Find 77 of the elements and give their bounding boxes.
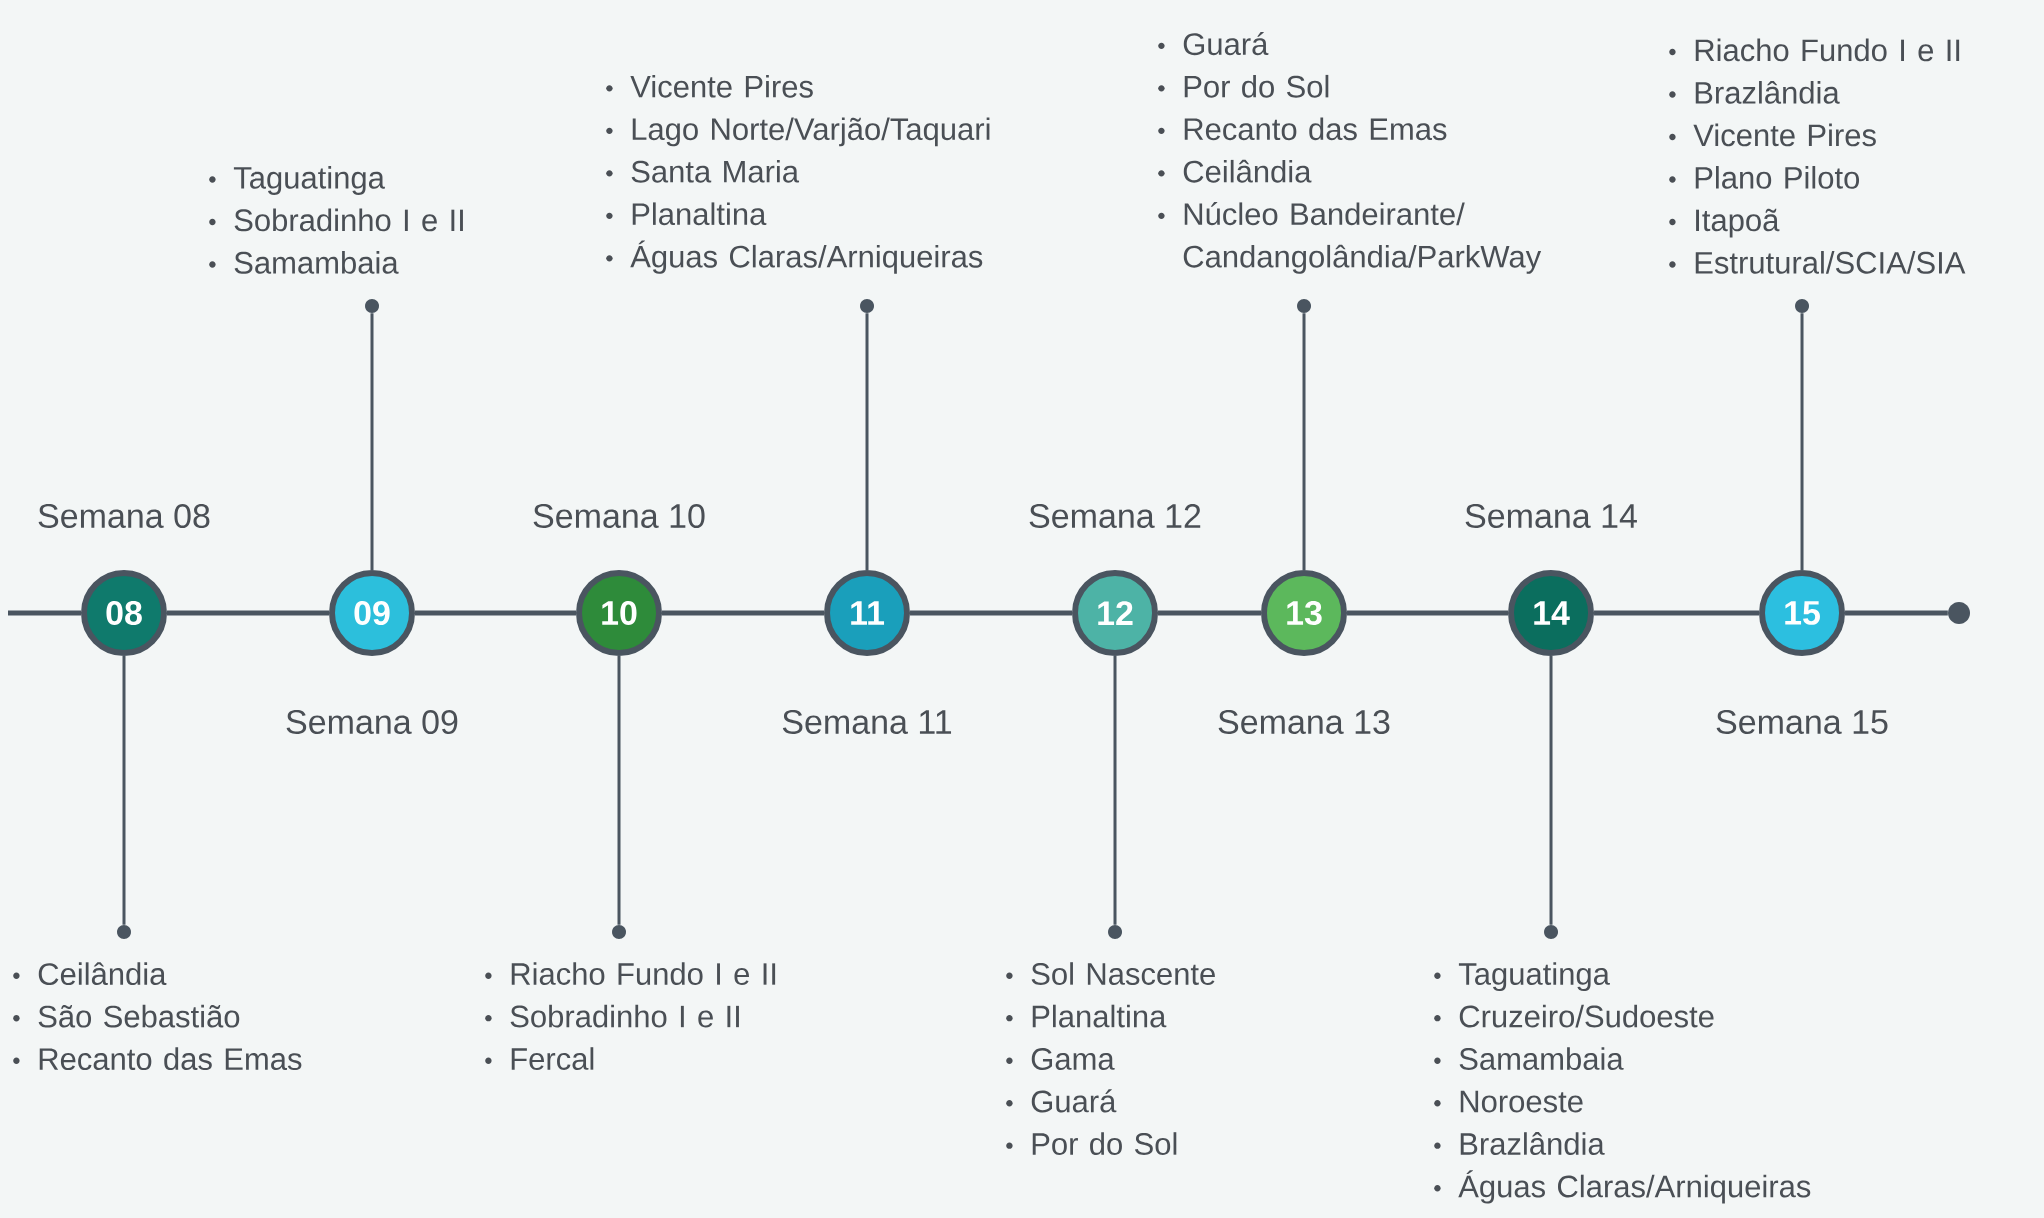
node-label: Samambaia: [234, 251, 399, 274]
node-label: Plano Piloto: [1695, 166, 1860, 189]
bullet-list: Sol Nascente Planaltina Gama Guará Por do Sol: [1006, 962, 1215, 1155]
timeline-line: [910, 610, 1072, 616]
node-label: Vicente Pires: [1693, 123, 1876, 147]
node-label: Vicente Pires: [630, 74, 813, 98]
week-label: Semana 09: [286, 709, 458, 735]
node-label: Noroeste: [1460, 1090, 1583, 1113]
node-label: Guará: [1183, 32, 1269, 56]
week-label: Semana 10: [533, 503, 705, 529]
node-label: Brazlândia: [1460, 1132, 1605, 1155]
node-label: Planaltina: [632, 202, 767, 226]
pin-dot: [365, 299, 379, 313]
node-label: Águas Claras/Arniqueiras: [1458, 1170, 1811, 1204]
node-label: Santa Maria: [631, 159, 800, 183]
node-label: Riacho Fundo I e II: [1695, 38, 1960, 62]
node-label: Recanto das Emas: [39, 1047, 302, 1071]
pin-dot: [860, 299, 874, 313]
node-label: Brazlândia: [1695, 80, 1840, 104]
node-label: Sobradinho I e II: [510, 1004, 739, 1028]
node-label: Samambaia: [1459, 1047, 1624, 1070]
pin-dot: [612, 925, 626, 939]
node-label: Taguatinga: [1458, 962, 1610, 992]
node-label: Sobradinho I e II: [234, 208, 463, 232]
node-label: Sol Nascente: [1031, 962, 1215, 985]
leader-line: [370, 313, 374, 570]
leader-line: [122, 656, 126, 925]
node-label: Ceilândia: [38, 962, 167, 986]
week-label: Semana 14: [1465, 503, 1637, 529]
week-label: Semana 11: [782, 709, 952, 735]
node-label: Estrutural/SCIA/SIA: [1695, 251, 1966, 274]
pin-dot: [1108, 925, 1122, 939]
bullet-list: Riacho Fundo I e II Brazlândia Vicente Pires Plano Piloto Itapoã Estrutural/SCIA/SIA: [1669, 38, 1966, 274]
bullet-list: Taguatinga Sobradinho I e II Samambaia: [209, 166, 463, 274]
timeline-line: [662, 610, 824, 616]
leader-line: [865, 313, 869, 570]
node-label: Lago Norte/Varjão/Taquari: [632, 117, 990, 147]
bullet-list: Taguatinga Cruzeiro/Sudoeste Samambaia Noroeste Brazlândia Águas Claras/Arniqueiras: [1434, 962, 1811, 1204]
pin-dot: [117, 925, 131, 939]
leader-line: [1302, 313, 1306, 570]
pin-dot: [1544, 925, 1558, 939]
week-label: Semana 12: [1029, 503, 1201, 529]
week-label: Semana 13: [1218, 709, 1390, 735]
node-label: Gama: [1031, 1048, 1115, 1070]
node-label: Cruzeiro/Sudoeste: [1459, 1004, 1714, 1028]
node-label: Ceilândia: [1183, 159, 1312, 183]
week-label: Semana 15: [1716, 709, 1888, 735]
timeline-line: [1845, 610, 1948, 616]
node-label: Núcleo Bandeirante/ Candangolândia/ParkWay: [1183, 202, 1542, 274]
node-label: Riacho Fundo I e II: [511, 962, 776, 985]
node-label: Planaltina: [1032, 1004, 1167, 1028]
node-label: Águas Claras/Arniqueiras: [630, 240, 983, 274]
timeline-line: [167, 610, 329, 616]
timeline-line: [1158, 610, 1261, 616]
leader-line: [1549, 656, 1553, 925]
leader-line: [1113, 656, 1117, 925]
week-label: Semana 08: [38, 503, 210, 529]
bullet-list: Riacho Fundo I e II Sobradinho I e II Fercal: [485, 962, 776, 1070]
node-label: Taguatinga: [233, 166, 385, 195]
leader-line: [617, 656, 621, 925]
timeline-line: [1347, 610, 1508, 616]
node-label: Recanto das Emas: [1184, 117, 1447, 141]
timeline-line: [415, 610, 576, 616]
bullet-list: Vicente Pires Lago Norte/Varjão/Taquari Santa Maria Planaltina Águas Claras/Arniqueiras: [606, 74, 990, 274]
node-label: Guará: [1031, 1089, 1117, 1113]
node-label: Por do Sol: [1184, 74, 1329, 98]
end-dot: [1948, 602, 1971, 624]
pin-dot: [1297, 299, 1311, 313]
node-label: Itapoã: [1696, 208, 1780, 238]
bullet-list: Guará Por do Sol Recanto das Emas Ceilândia Núcleo Bandeirante/ Candangolândia/ParkWay: [1158, 32, 1542, 274]
bullet-list: Ceilândia São Sebastião Recanto das Emas: [13, 962, 302, 1071]
node-label: Por do Sol: [1032, 1132, 1177, 1155]
timeline-line: [8, 610, 81, 616]
timeline-line: [1594, 610, 1759, 616]
node-label: Fercal: [511, 1047, 594, 1070]
leader-line: [1800, 313, 1804, 570]
node-label: São Sebastião: [38, 1004, 240, 1028]
